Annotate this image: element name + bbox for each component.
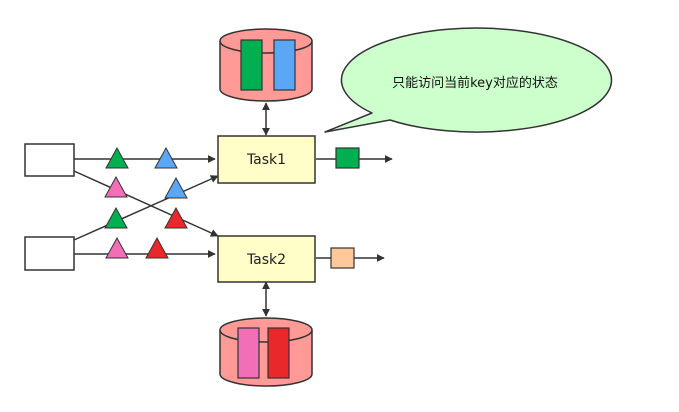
triangle-marker-blue-top (154, 146, 178, 169)
source-box-2 (24, 236, 75, 271)
callout-bubble: 只能访问当前key对应的状态 (324, 27, 613, 133)
state-block-red (267, 327, 290, 379)
callout-text: 只能访问当前key对应的状态 (392, 75, 558, 91)
task2-box (217, 235, 316, 283)
database-cylinder-task2 (219, 317, 313, 387)
task2-label: Task2 (246, 252, 286, 268)
state-block-green (240, 39, 263, 91)
task1-box (217, 135, 316, 184)
triangle-marker-pink-cross (104, 175, 128, 198)
triangle-marker-blue-cross (164, 176, 188, 199)
source-box-1 (24, 143, 75, 177)
triangle-marker-green-cross (104, 206, 128, 229)
database-cylinder-task1 (219, 28, 313, 102)
triangle-marker-red-cross (164, 206, 188, 229)
triangle-marker-pink-bottom (105, 236, 129, 259)
edges (73, 102, 393, 317)
output-square-green (335, 147, 360, 169)
task1-label: Task1 (246, 152, 286, 168)
task1-node: Task1 (217, 135, 316, 184)
triangle-marker-red-bottom (145, 236, 169, 259)
state-block-pink (237, 327, 260, 379)
state-block-blue (273, 39, 296, 91)
output-square-orange (330, 247, 355, 269)
edge-source2-task1 (73, 175, 219, 241)
task2-node: Task2 (217, 235, 316, 283)
triangle-marker-green-top (105, 146, 129, 169)
record-markers (104, 146, 188, 259)
edge-source1-task2 (73, 170, 219, 237)
